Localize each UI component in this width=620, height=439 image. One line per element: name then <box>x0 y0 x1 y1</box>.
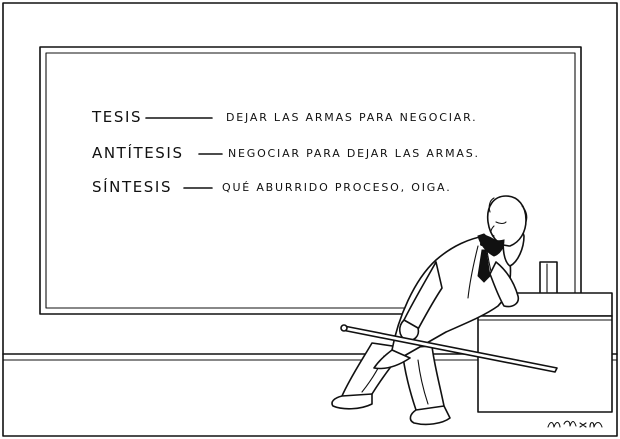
professor-arm <box>489 261 520 308</box>
professor <box>331 195 528 426</box>
blackboard <box>39 46 582 315</box>
beard-texture-1 <box>480 242 484 246</box>
blackboard-inner-frame <box>45 52 576 309</box>
professor-right-shoe <box>409 405 451 426</box>
pointer-stick <box>340 324 558 373</box>
professor-eye <box>495 221 507 225</box>
professor-head <box>486 195 527 247</box>
line-3-term: SÍNTESIS <box>92 177 172 196</box>
professor-nose <box>490 225 495 237</box>
pointer-stick-tip <box>340 324 348 332</box>
professor-left-shoe <box>331 393 373 410</box>
line-2-text: NEGOCIAR PARA DEJAR LAS ARMAS. <box>228 147 480 160</box>
coat-tail <box>373 349 411 370</box>
professor-hair <box>488 197 528 223</box>
line-1-term: TESIS <box>91 108 142 126</box>
desk-front <box>477 315 613 413</box>
professor-right-leg <box>401 345 445 412</box>
beard-texture-2 <box>486 248 490 252</box>
chalk-writing: TESIS DEJAR LAS ARMAS PARA NEGOCIAR. ANT… <box>91 108 480 196</box>
line-1-text: DEJAR LAS ARMAS PARA NEGOCIAR. <box>226 111 477 124</box>
professor-beard <box>477 233 505 257</box>
desk <box>477 261 613 413</box>
line-3-text: QUÉ ABURRIDO PROCESO, OIGA. <box>222 181 452 194</box>
blackboard-outer-frame <box>39 46 582 315</box>
chair-back <box>539 261 558 295</box>
artist-signature <box>547 420 603 428</box>
line-2-term: ANTÍTESIS <box>92 143 184 162</box>
